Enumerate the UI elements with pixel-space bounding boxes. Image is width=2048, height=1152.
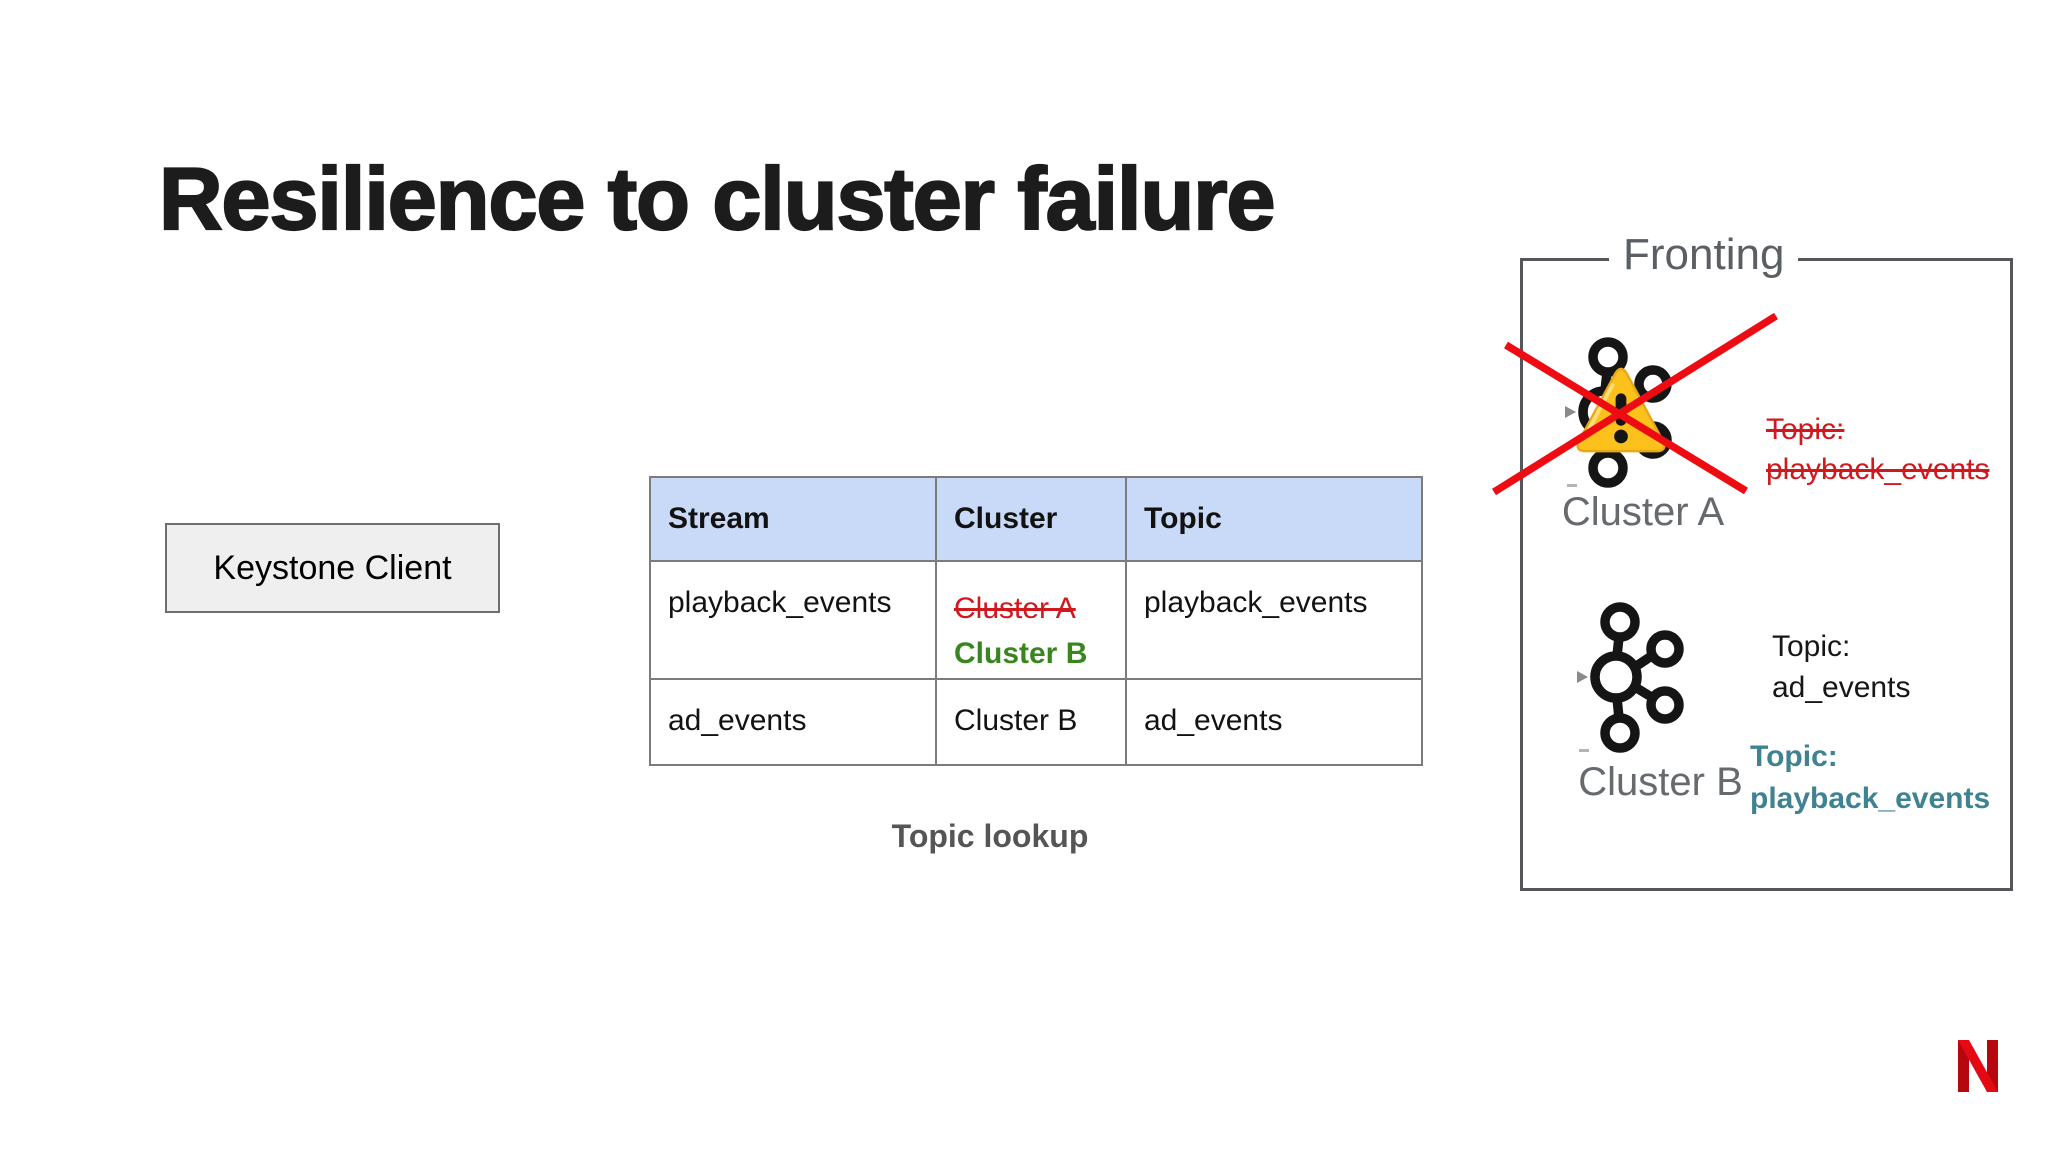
topic-label: Topic: bbox=[1772, 630, 1851, 663]
cluster-b-topic-failover: Topic: playback_events bbox=[1750, 736, 1990, 820]
column-header-cluster: Cluster bbox=[935, 476, 1127, 562]
topic-label: Topic: bbox=[1750, 740, 1838, 773]
table-cell-topic: ad_events bbox=[1125, 678, 1423, 766]
topic-value: ad_events bbox=[1772, 671, 1911, 704]
cluster-a-label: Cluster A bbox=[1561, 490, 1725, 534]
netflix-n-icon bbox=[1958, 1040, 1998, 1092]
failover-cluster-value: Cluster B bbox=[954, 637, 1088, 670]
table: Stream Cluster Topic playback_events Clu… bbox=[649, 476, 1423, 766]
fronting-legend: Fronting bbox=[1609, 233, 1799, 277]
table-cell-stream: playback_events bbox=[649, 560, 937, 680]
page-title: Resilience to cluster failure bbox=[158, 148, 1277, 248]
table-row: ad_events Cluster B ad_events bbox=[649, 678, 1423, 766]
table-cell-topic: playback_events bbox=[1125, 560, 1423, 680]
table-caption: Topic lookup bbox=[891, 818, 1089, 854]
table-cell-cluster: Cluster B bbox=[935, 678, 1127, 766]
topic-value: playback_events bbox=[1766, 453, 1990, 486]
column-header-stream: Stream bbox=[649, 476, 937, 562]
cluster-b-label: Cluster B bbox=[1578, 760, 1743, 804]
column-header-topic: Topic bbox=[1125, 476, 1423, 562]
red-cross-icon bbox=[1492, 312, 1778, 496]
failed-cluster-value: Cluster A bbox=[954, 592, 1076, 625]
table-header-row: Stream Cluster Topic bbox=[649, 476, 1423, 562]
topic-lookup-table: Stream Cluster Topic playback_events Clu… bbox=[649, 476, 1423, 766]
table-cell-stream: ad_events bbox=[649, 678, 937, 766]
keystone-client-label: Keystone Client bbox=[213, 548, 452, 587]
topic-value: playback_events bbox=[1750, 782, 1991, 815]
cursor-arrow-icon bbox=[1565, 406, 1576, 418]
topic-label: Topic: bbox=[1766, 413, 1845, 446]
cluster-b-topic-primary: Topic: ad_events bbox=[1772, 626, 1910, 708]
fronting-group-box: Fronting bbox=[1520, 233, 2013, 891]
table-cell-cluster: Cluster A Cluster B bbox=[935, 560, 1127, 680]
table-row: playback_events Cluster A Cluster B play… bbox=[649, 560, 1423, 680]
cursor-arrow-icon bbox=[1577, 671, 1588, 683]
cluster-a-topic: Topic: playback_events bbox=[1766, 410, 1989, 490]
kafka-cluster-icon bbox=[1577, 602, 1684, 753]
keystone-client-box: Keystone Client bbox=[165, 523, 500, 613]
